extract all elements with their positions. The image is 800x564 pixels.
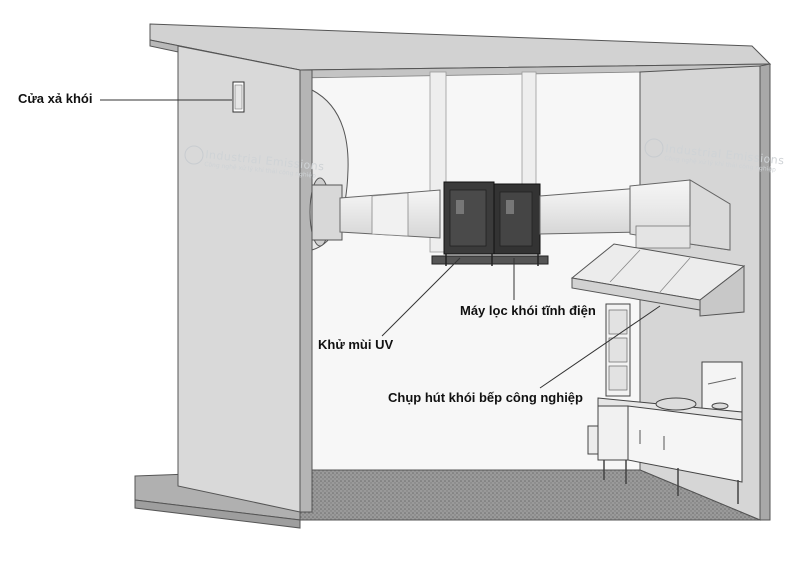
label-industrial-hood: Chụp hút khói bếp công nghiệp (388, 390, 583, 405)
label-uv-deodorizer: Khử mùi UV (318, 337, 394, 352)
watermark-logo (184, 138, 664, 165)
exhaust-vent (232, 81, 245, 113)
leader-uv (381, 257, 461, 337)
duct-right (539, 179, 731, 251)
filter-assembly (431, 181, 549, 266)
label-electrostatic-filter: Máy lọc khói tĩnh điện (460, 303, 596, 318)
exhaust-fan (309, 89, 349, 251)
kitchen-cabinets (587, 303, 631, 455)
kitchen-counter (597, 361, 743, 504)
left-wall (177, 45, 313, 513)
callout-lines (100, 99, 661, 389)
leader-hood (539, 305, 661, 389)
label-exhaust-vent: Cửa xả khói (18, 91, 93, 106)
kitchen-hood (570, 243, 746, 317)
duct-left (339, 189, 441, 239)
